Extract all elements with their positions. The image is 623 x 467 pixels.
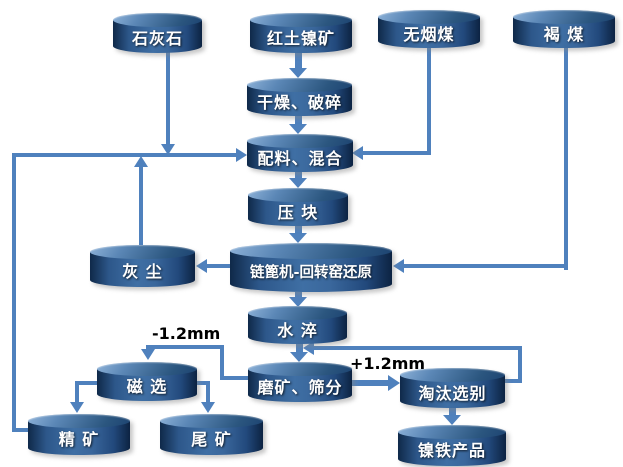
cylinder-cap (90, 245, 195, 259)
edge-elutriation-return-arrowhead (303, 341, 314, 355)
edge-batching-briquetting-line (295, 172, 302, 179)
node-chain-grate-rotary-kiln-reduction-label: 链篦机-回转窑还原 (249, 265, 373, 281)
node-laterite-nickel-ore: 红土镍矿 (250, 13, 352, 53)
node-water-quenching: 水 淬 (248, 306, 347, 344)
node-drying-crushing-label: 干燥、破碎 (256, 92, 342, 112)
edge-magsep-tailings-horizontal-line (197, 381, 210, 385)
cylinder-cap (250, 13, 352, 27)
cylinder-cap (113, 13, 202, 27)
node-magnetic-separation-label: 磁 选 (126, 377, 168, 396)
edge-anthracite-batching-arrowhead (352, 146, 363, 160)
edge-magsep-concentrate-vertical-line (75, 381, 79, 404)
edge-quenching-grinding-arrowhead (290, 352, 308, 362)
oversize-label: +1.2mm (350, 354, 426, 373)
cylinder-cap (398, 425, 506, 439)
edge-grinding-elutriation-line (352, 380, 390, 386)
edge-dust-batching-line (139, 166, 143, 245)
edge-lignite-kiln-horizontal-line (404, 264, 568, 268)
edge-concentrate-recycle-bottom-line (12, 428, 29, 432)
edge-laterite-drying-arrowhead (289, 68, 307, 78)
edge-drying-batching-arrowhead (289, 124, 307, 134)
undersize-label: -1.2mm (152, 324, 221, 343)
node-briquetting-label: 压 块 (277, 202, 319, 222)
edge-grinding-magsep-arrowhead (141, 349, 155, 360)
edge-grinding-magsep-exit-line (222, 376, 248, 380)
node-drying-crushing: 干燥、破碎 (247, 78, 352, 116)
node-grinding-screening: 磨矿、筛分 (248, 362, 352, 402)
edge-quenching-grinding-line (296, 344, 303, 353)
node-elutriation-separation: 淘汰选别 (400, 368, 505, 408)
edge-magsep-concentrate-horizontal-line (75, 381, 99, 385)
node-batching-mixing-label: 配料、混合 (257, 148, 343, 168)
node-grinding-screening-label: 磨矿、筛分 (257, 377, 343, 397)
edge-briquetting-kiln-arrowhead (289, 233, 307, 243)
cylinder-cap (378, 10, 480, 24)
edge-elutriation-product-arrowhead (443, 415, 461, 425)
edge-magsep-tailings-arrowhead (201, 402, 215, 413)
node-ferronickel-product: 镍铁产品 (398, 425, 506, 466)
edge-kiln-quenching-arrowhead (289, 297, 307, 307)
node-limestone: 石灰石 (113, 13, 202, 53)
cylinder-cap (97, 362, 197, 376)
node-lignite-label: 褐 煤 (543, 24, 585, 44)
edge-grinding-magsep-horizontal-line (146, 345, 224, 349)
edge-magsep-tailings-vertical-line (206, 381, 210, 404)
edge-lignite-kiln-vertical-line (564, 48, 568, 270)
cylinder-cap (230, 243, 392, 259)
node-chain-grate-rotary-kiln-reduction: 链篦机-回转窑还原 (230, 243, 392, 292)
edge-laterite-drying-line (295, 53, 302, 69)
edge-dust-batching-arrowhead (134, 156, 148, 167)
cylinder-cap (248, 362, 352, 376)
node-elutriation-separation-label: 淘汰选别 (418, 383, 487, 403)
edge-elutriation-return-horizontal-line (314, 346, 522, 350)
node-ferronickel-product-label: 镍铁产品 (417, 441, 486, 460)
edge-concentrate-recycle-vertical-line (12, 153, 16, 432)
cylinder-cap (248, 306, 347, 320)
edge-elutriation-return-exit-line (505, 379, 520, 383)
edge-anthracite-batching-horizontal-line (362, 151, 430, 155)
edge-grinding-magsep-vertical-line (220, 347, 224, 380)
node-tailings: 尾 矿 (160, 414, 263, 455)
node-tailings-label: 尾 矿 (191, 430, 232, 449)
cylinder-cap (513, 10, 615, 24)
edge-elutriation-product-line (449, 408, 456, 416)
node-batching-mixing: 配料、混合 (247, 134, 353, 172)
edge-anthracite-batching-vertical-line (427, 45, 431, 155)
cylinder-cap (160, 414, 263, 428)
node-water-quenching-label: 水 淬 (277, 320, 318, 340)
edge-limestone-batching-line (166, 52, 170, 146)
edge-grinding-elutriation-arrowhead (388, 375, 400, 391)
edge-magsep-concentrate-arrowhead (70, 402, 84, 413)
node-laterite-nickel-ore-label: 红土镍矿 (266, 28, 335, 48)
cylinder-cap (248, 188, 348, 202)
node-limestone-label: 石灰石 (131, 28, 183, 48)
edge-drying-batching-line (295, 116, 302, 125)
edge-batching-briquetting-arrowhead (289, 178, 307, 188)
edge-limestone-batching-arrowhead (161, 144, 175, 155)
edge-feed-batching-arrowhead (236, 148, 247, 162)
edge-kiln-dust-arrowhead (196, 259, 207, 273)
node-anthracite-label: 无烟煤 (403, 24, 455, 44)
node-briquetting: 压 块 (248, 188, 348, 226)
node-dust-label: 灰 尘 (122, 261, 163, 281)
node-dust: 灰 尘 (90, 245, 195, 287)
cylinder-cap (247, 134, 353, 148)
node-concentrate: 精 矿 (28, 414, 130, 455)
cylinder-cap (28, 414, 130, 428)
node-magnetic-separation: 磁 选 (97, 362, 197, 401)
edge-briquetting-kiln-line (295, 226, 302, 234)
edge-lignite-kiln-arrowhead (393, 259, 404, 273)
edge-feed-batching-horizontal-line (12, 153, 238, 157)
node-anthracite: 无烟煤 (378, 10, 480, 48)
node-concentrate-label: 精 矿 (58, 430, 100, 449)
edge-kiln-dust-line (206, 264, 232, 268)
edge-elutriation-return-vertical-line (518, 346, 522, 383)
node-lignite: 褐 煤 (513, 10, 615, 48)
cylinder-cap (247, 78, 352, 92)
cylinder-cap (400, 368, 505, 382)
edge-kiln-quenching-line (295, 292, 302, 298)
